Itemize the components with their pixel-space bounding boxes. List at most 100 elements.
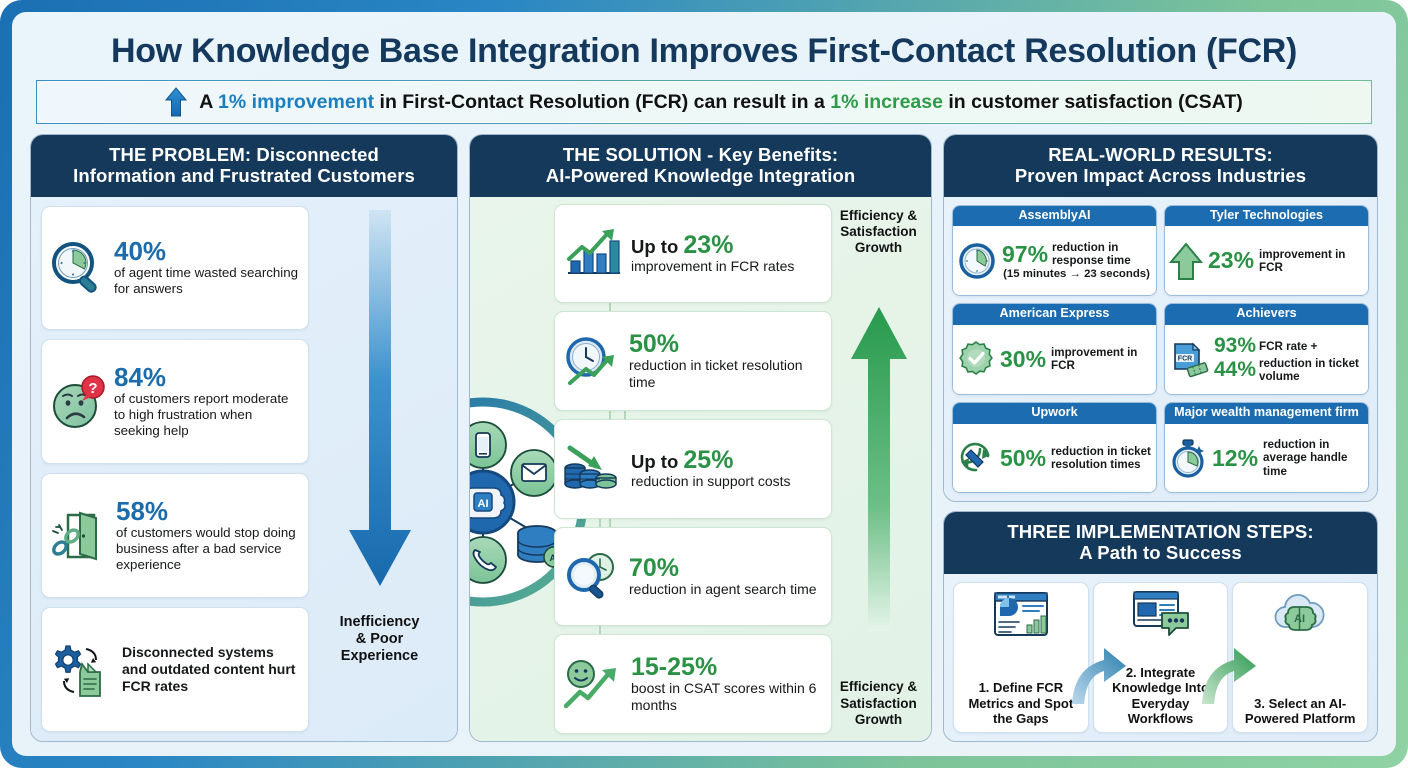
clock-arrow-icon [562,335,622,387]
stopwatch-icon [1169,438,1207,478]
svg-text:AI: AI [478,498,489,510]
magnifier-clock-icon [48,239,108,297]
svg-text:AI: AI [1294,613,1305,625]
solution-title-line1: THE SOLUTION - Key Benefits: [562,144,839,166]
mobile-phone-icon [470,420,507,469]
up-arrow-icon [165,87,188,117]
arrow-label-line1: Inefficiency [339,613,420,630]
growth-top-line2: Satisfaction [840,223,917,239]
dashboard-chart-icon [989,589,1053,639]
solution-card: 70% reduction in agent search time [554,526,832,627]
step-card: 1. Define FCR Metrics and Spot the Gaps [953,581,1089,733]
result-stat: 12% [1212,444,1259,471]
problem-title-line1: THE PROBLEM: Disconnected [109,144,379,166]
growth-arrow-group: Efficiency & Satisfaction Growth [832,204,925,734]
solution-stat: 23% [683,230,734,259]
result-card: Achievers FCR [1164,303,1369,395]
inefficiency-arrow-label: Inefficiency & Poor Experience [340,614,420,665]
result-company: American Express [953,304,1156,325]
bar-chart-up-icon [562,227,624,279]
result-stat: 93% [1214,334,1257,358]
steps-panel-header: THREE IMPLEMENTATION STEPS: A Path to Su… [944,512,1377,574]
refresh-cycle-icon [957,440,995,476]
banner-highlight-improvement: 1% improvement [218,90,375,113]
solution-card: Up to 23% improvement in FCR rates [554,203,832,304]
steps-panel: THREE IMPLEMENTATION STEPS: A Path to Su… [943,511,1378,742]
result-company: AssemblyAI [953,205,1156,227]
solution-panel-body: AI [470,196,931,741]
solution-card: Up to 25% reduction in support costs [554,418,832,519]
solution-stat: 25% [683,446,734,475]
result-desc: reduction in average handle time [1263,438,1348,478]
solution-prefix: Up to [631,235,684,257]
growth-bottom-line3: Growth [854,711,903,727]
solution-stat: 50% [629,330,680,359]
problem-desc: of customers report moderate to high fru… [114,391,289,439]
result-stat: 50% [1000,444,1047,471]
banner-part2: in First-Contact Resolution (FCR) can re… [374,90,831,113]
knowledge-chat-icon [1129,589,1193,639]
ai-brain-chip-icon: AI [470,469,516,535]
growth-bottom-line1: Efficiency & [839,679,918,695]
problem-panel: THE PROBLEM: Disconnected Information an… [30,134,458,742]
problem-desc: of agent time wasted searching for answe… [114,265,299,297]
result-company: Achievers [1165,304,1368,325]
solution-prefix: Up to [631,451,684,473]
result-desc: reduction in response time [1052,241,1131,268]
result-subtext: (15 minutes → 23 seconds) [1003,268,1150,281]
smiley-growth-icon [562,658,624,710]
growth-top-line1: Efficiency & [839,207,918,223]
result-stat: 30% [1000,345,1047,372]
result-card: Major wealth management firm [1164,401,1369,494]
solution-column: THE SOLUTION - Key Benefits: AI-Powered … [469,134,932,742]
result-card: Tyler Technologies 23% improvement in FC… [1164,204,1369,297]
step-card: AI 3. Select an AI-Powered Platform [1232,581,1369,733]
blue-curved-arrow-icon [1072,647,1126,704]
results-panel-header: REAL-WORLD RESULTS: Proven Impact Across… [944,135,1377,197]
solution-desc: reduction in ticket resolution time [629,357,803,391]
growth-arrow-bottom-label: Efficiency & Satisfaction Growth [840,679,917,728]
result-company: Tyler Technologies [1165,205,1368,227]
envelope-icon [510,448,558,497]
coins-down-arrow-icon [562,444,624,494]
growth-top-line3: Growth [854,239,903,255]
infographic-canvas: How Knowledge Base Integration Improves … [12,12,1396,756]
banner-part1: A [199,90,219,113]
problem-card-list: 40% of agent time wasted searching for a… [41,205,309,732]
result-company: Major wealth management firm [1165,402,1368,424]
result-desc: improvement in FCR [1259,247,1346,274]
key-insight-banner: A 1% improvement in First-Contact Resolu… [36,80,1372,125]
fcr-document-ticket-icon: FCR [1169,339,1209,379]
result-stat-secondary: 44% [1214,358,1257,382]
clock-icon [957,241,997,281]
results-card-grid: AssemblyAI [944,197,1377,502]
result-desc: reduction in ticket resolution times [1051,444,1151,471]
result-stat: 97% [1002,240,1049,267]
ai-cloud-brain-icon: AI [1268,589,1332,639]
solution-stat: 70% [629,553,680,582]
result-card: American Express 30% improvement in FC [952,303,1157,395]
steps-title-line1: THREE IMPLEMENTATION STEPS: [1007,521,1314,543]
phone-handset-icon [470,535,507,584]
page-title: How Knowledge Base Integration Improves … [110,32,1298,70]
problem-card: 58% of customers would stop doing busine… [41,473,309,599]
solution-panel-header: THE SOLUTION - Key Benefits: AI-Powered … [470,135,931,197]
svg-text:?: ? [88,380,97,397]
solution-panel: THE SOLUTION - Key Benefits: AI-Powered … [469,134,932,742]
banner-highlight-increase: 1% increase [830,90,943,113]
step-label: 2. Integrate Knowledge Into Everyday Wor… [1112,664,1209,727]
solution-card-list: Up to 23% improvement in FCR rates [554,203,832,734]
arrow-label-line3: Experience [340,647,419,664]
result-card: AssemblyAI [952,204,1157,297]
inefficiency-arrow-group: Inefficiency & Poor Experience [311,206,448,732]
green-curved-arrow-icon [1202,647,1256,704]
result-desc-secondary: reduction in ticket volume [1259,357,1359,384]
check-badge-icon [957,340,995,378]
broken-chain-door-icon [48,505,110,567]
banner-part3: in customer satisfaction (CSAT) [942,90,1243,113]
columns-container: THE PROBLEM: Disconnected Information an… [30,134,1378,742]
svg-text:FCR: FCR [1178,356,1192,363]
magnifier-clock-icon [562,550,622,602]
results-title-line1: REAL-WORLD RESULTS: [1048,144,1273,166]
